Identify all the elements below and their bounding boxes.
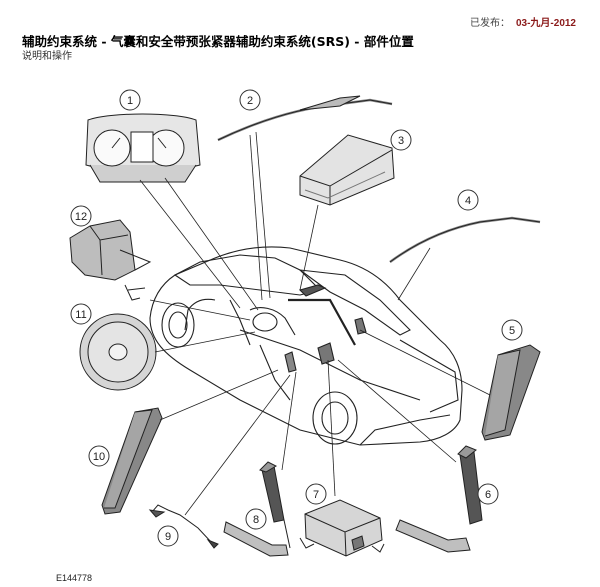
callout-8: 8 — [253, 514, 259, 526]
callout-12: 12 — [75, 211, 87, 223]
part-seat-side-airbag-right — [481, 344, 541, 441]
callout-9: 9 — [165, 531, 171, 543]
callout-5: 5 — [509, 325, 515, 337]
callout-3: 3 — [398, 135, 404, 147]
part-seatbelt-pretensioner-right — [395, 445, 483, 553]
leader-lines — [139, 131, 491, 516]
callout-10: 10 — [93, 451, 105, 463]
part-driver-airbag — [79, 313, 157, 391]
part-restraints-control-module — [299, 499, 385, 557]
part-side-curtain-airbag-left — [217, 95, 393, 142]
part-crash-sensor-bracket — [69, 219, 152, 301]
part-impact-sensor — [148, 504, 219, 549]
part-passenger-airbag — [299, 134, 395, 206]
published-info: 已发布： 03-九月-2012 — [470, 14, 576, 29]
callout-1: 1 — [127, 95, 133, 107]
part-instrument-cluster — [85, 113, 201, 183]
figure-id: E144778 — [56, 573, 93, 583]
part-side-curtain-airbag-right — [389, 216, 541, 264]
published-date: 03-九月-2012 — [515, 18, 576, 29]
part-seatbelt-pretensioner-left — [223, 461, 291, 557]
callout-7: 7 — [313, 489, 319, 501]
callout-numbers: 1 2 3 4 5 6 7 8 9 10 11 12 — [75, 95, 515, 543]
published-label: 已发布： — [469, 18, 510, 29]
callout-2: 2 — [247, 95, 253, 107]
page-subtitle: 说明和操作 — [22, 51, 72, 62]
callouts — [70, 89, 523, 547]
callout-11: 11 — [75, 309, 86, 321]
part-seat-side-airbag-left — [101, 407, 163, 515]
page-title: 辅助约束系统 - 气囊和安全带预张紧器辅助约束系统(SRS) - 部件位置 — [22, 34, 414, 49]
vehicle-outline — [149, 246, 463, 446]
callout-4: 4 — [465, 195, 471, 207]
callout-6: 6 — [485, 489, 491, 501]
